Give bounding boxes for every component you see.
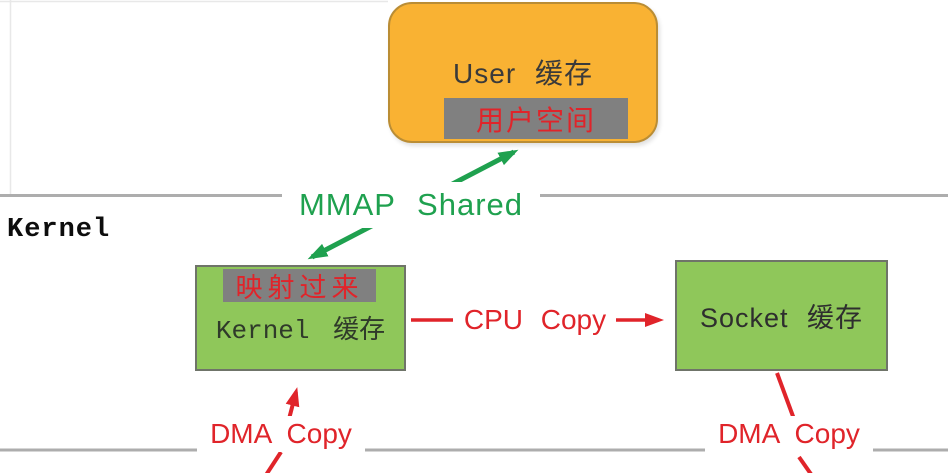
mmap-shared-label: MMAP Shared — [282, 182, 540, 228]
dma-copy-right-line-upper — [775, 372, 796, 420]
kernel-buffer-box: 映射过来 Kernel 缓存 — [195, 265, 406, 371]
user-buffer-title: User 缓存 — [453, 58, 593, 89]
mapped-overlay-label: 映射过来 — [235, 273, 364, 303]
cpu-copy-label: CPU Copy — [463, 304, 607, 335]
dma-copy-left-line-lower — [264, 450, 283, 473]
kernel-buffer-title: Kernel 缓存 — [215, 316, 386, 346]
dma-copy-right-label: DMA Copy — [705, 416, 873, 452]
kernel-section-label: Kernel — [7, 215, 111, 245]
dma-copy-right-line-lower — [797, 455, 813, 473]
socket-buffer-title: Socket 缓存 — [699, 303, 864, 333]
dma-copy-left-label: DMA Copy — [197, 416, 365, 452]
user-space-overlay-label: 用户空间 — [475, 104, 596, 136]
socket-buffer-box: Socket 缓存 — [675, 260, 888, 371]
dma-copy-left-arrow — [285, 387, 300, 420]
user-space-overlay-bar: 用户空间 — [444, 98, 628, 139]
mapped-overlay-bar: 映射过来 — [223, 269, 376, 303]
user-buffer-box: User 缓存 用户空间 — [388, 2, 658, 143]
